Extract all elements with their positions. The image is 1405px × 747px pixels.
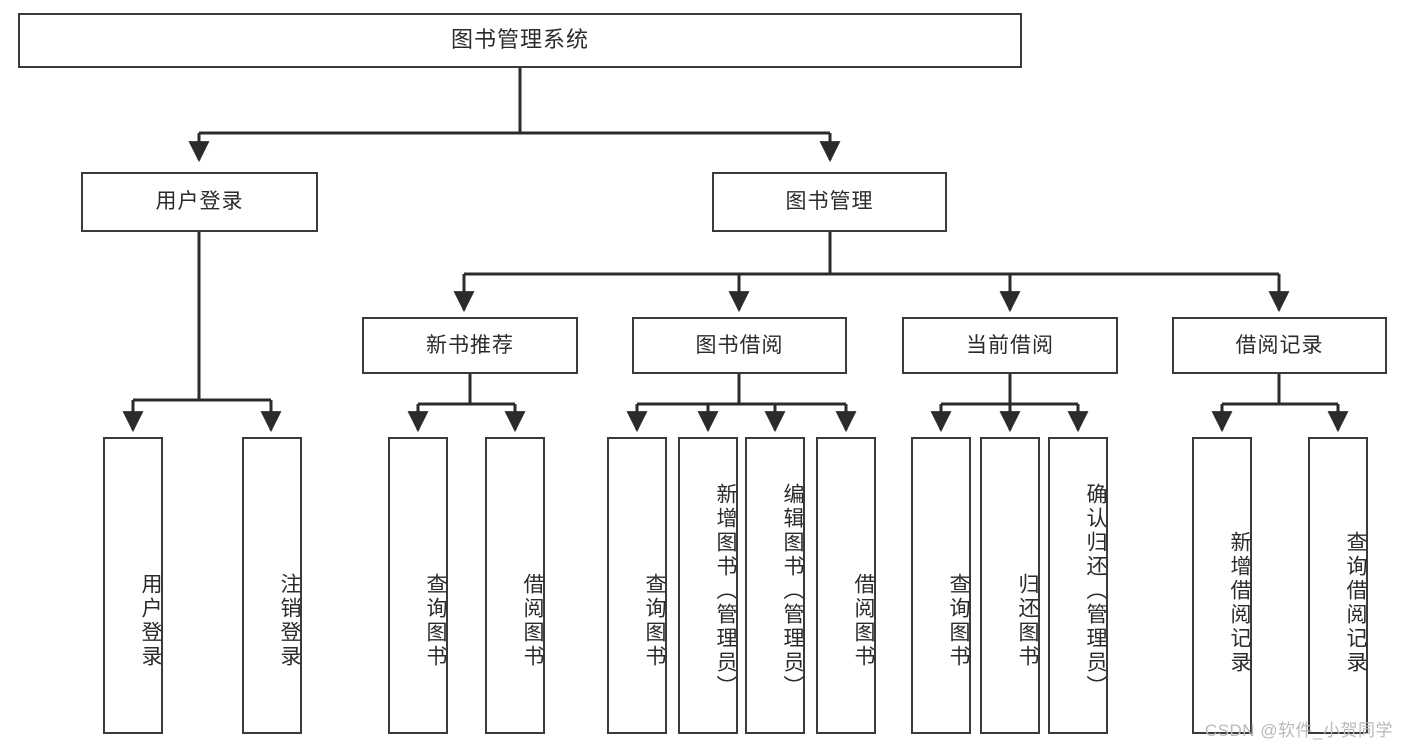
leaf-borrow-book-recommend[interactable]: 借阅图书 <box>485 437 545 734</box>
leaf-query-book-borrow[interactable]: 查询图书 <box>607 437 667 734</box>
leaf-query-book-recommend[interactable]: 查询图书 <box>388 437 448 734</box>
node-book-management[interactable]: 图书管理 <box>712 172 947 232</box>
leaf-query-borrow-record[interactable]: 查询借阅记录 <box>1308 437 1368 734</box>
node-book-borrow[interactable]: 图书借阅 <box>632 317 847 374</box>
leaf-query-book-current[interactable]: 查询图书 <box>911 437 971 734</box>
leaf-confirm-return-admin[interactable]: 确认归还（管理员） <box>1048 437 1108 734</box>
node-current-borrow[interactable]: 当前借阅 <box>902 317 1118 374</box>
node-borrow-record[interactable]: 借阅记录 <box>1172 317 1387 374</box>
leaf-add-borrow-record[interactable]: 新增借阅记录 <box>1192 437 1252 734</box>
leaf-edit-book-admin[interactable]: 编辑图书（管理员） <box>745 437 805 734</box>
node-root-library-system[interactable]: 图书管理系统 <box>18 13 1022 68</box>
leaf-add-book-admin[interactable]: 新增图书（管理员） <box>678 437 738 734</box>
node-user-login[interactable]: 用户登录 <box>81 172 318 232</box>
node-new-book-recommend[interactable]: 新书推荐 <box>362 317 578 374</box>
leaf-return-book[interactable]: 归还图书 <box>980 437 1040 734</box>
leaf-user-logout[interactable]: 注销登录 <box>242 437 302 734</box>
leaf-borrow-book[interactable]: 借阅图书 <box>816 437 876 734</box>
leaf-user-login[interactable]: 用户登录 <box>103 437 163 734</box>
